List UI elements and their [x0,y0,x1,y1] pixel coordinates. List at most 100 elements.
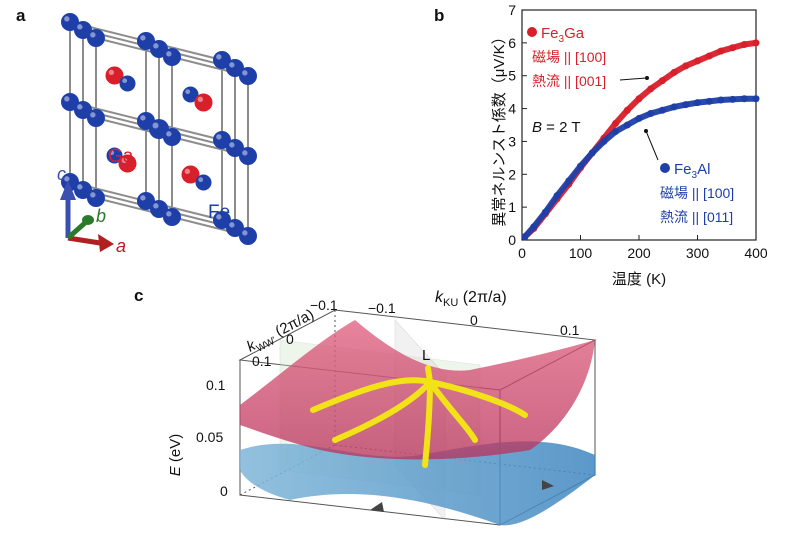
data-point [612,119,620,127]
atom-highlight [184,168,191,175]
atom-highlight [90,112,96,118]
data-point [612,128,620,136]
lattice-atoms [61,13,257,245]
data-point [530,223,538,231]
data-point [565,177,573,185]
x-tick-label: 400 [744,245,768,261]
atom-highlight [229,62,235,68]
data-point [541,208,549,216]
atom-highlight [121,157,128,164]
panel-b-label: b [434,6,445,25]
atom-highlight [140,115,146,121]
atom-highlight [242,230,248,236]
nodal-lines [310,365,528,468]
atom-highlight [64,176,70,182]
legend-fe3ga-line2: 熱流 || [001] [532,73,606,89]
atom-highlight [109,150,115,156]
fe-atom [87,189,105,207]
data-point [752,39,760,47]
band-structure-3d: L kKU (2π/a) −0.1 0 0.1 kWW' (2π/a) −0.1… [167,289,597,526]
data-point [705,97,713,105]
y-axis-label: 異常ネルンスト係数（μV/K） [491,29,508,226]
chart-series [521,39,760,241]
axis-b-label: b [96,206,106,226]
atom-highlight [152,122,159,129]
legend-marker-fe3ga [527,27,537,37]
y-tick-label: 1 [508,199,516,215]
floor-arrow-right [542,480,554,490]
kww-tick-1: 0 [286,331,294,347]
fe-atom [61,93,79,111]
atom-highlight [242,150,248,156]
x-tick-label: 300 [686,245,710,261]
fe-atom [239,227,257,245]
lower-band-surface [240,441,595,526]
data-point [647,110,655,117]
x-tick-label: 100 [569,245,593,261]
data-point [635,114,643,122]
atom-highlight [153,203,159,209]
fe-atom [226,219,244,237]
e-tick-2: 0 [220,483,228,499]
fe-atom [74,101,92,119]
kku-tick-2: 0.1 [560,322,580,338]
panel-a: a c b a Ga Fe [0,0,330,270]
data-point [717,96,725,104]
data-point [694,57,701,65]
fe-atom [163,208,181,226]
atom-highlight [140,35,146,41]
point-L-label: L [422,347,430,364]
fe-atom [182,86,199,103]
fe-atom [74,21,92,39]
atom-highlight [64,96,70,102]
atom-highlight [229,142,235,148]
data-point [553,192,561,200]
kww-tick-0: −0.1 [310,297,338,313]
axis-c-label: c [57,164,66,184]
x-tick-label: 0 [518,245,526,261]
data-point [729,44,737,52]
data-point [705,52,713,60]
fe-atom [226,59,244,77]
legend-marker-fe3al [660,163,670,173]
atom-highlight [153,43,159,49]
data-point [670,68,678,76]
y-tick-label: 5 [508,68,516,84]
data-point [682,101,690,109]
legend-fe3ga-line1: 磁場 || [100] [532,49,606,65]
atom-highlight [77,104,83,110]
x-tick-label: 200 [627,245,651,261]
data-point [623,121,631,129]
data-point [717,47,725,55]
leader-fe3ga [619,77,647,81]
y-tick-label: 6 [508,35,516,51]
ga-atom [181,165,200,184]
data-point [658,77,666,85]
atom-highlight [77,184,83,190]
fe-atom [87,109,105,127]
atom-highlight [198,177,204,183]
data-point [658,106,666,114]
fe-atom [163,128,181,146]
fe-atom [239,67,257,85]
kku-tick-1: 0 [470,312,478,328]
atom-highlight [185,89,191,95]
fe-atom-label: Fe [208,202,230,223]
ga-atom-label: Ga [108,146,134,167]
data-point [682,62,690,70]
e-axis-label: E (eV) [167,434,184,477]
atom-highlight [140,195,146,201]
data-point [740,41,748,48]
legend-fe3al-line1: 磁場 || [100] [660,185,734,201]
data-point [729,95,737,103]
data-point [752,95,760,103]
atom-highlight [166,131,172,137]
data-point [521,233,529,241]
data-point [635,95,643,103]
legend-fe3al-line2: 熱流 || [011] [660,209,733,225]
data-point [694,99,701,107]
series-line-0 [521,39,759,240]
fe-atom [195,174,212,191]
